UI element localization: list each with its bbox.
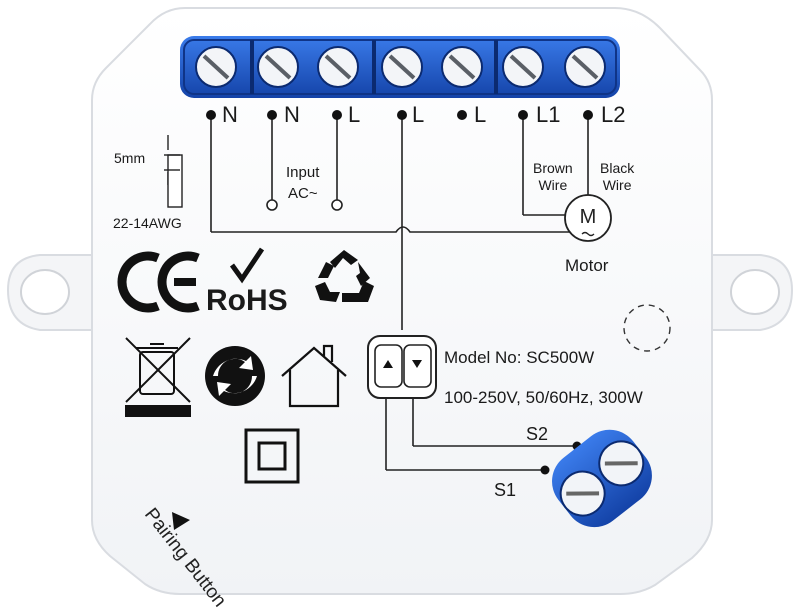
screw-slot bbox=[448, 54, 476, 80]
screw-slot bbox=[388, 54, 416, 80]
wiring-diagram bbox=[210, 118, 589, 471]
weee-bin-icon bbox=[125, 337, 191, 417]
ce-mark-icon bbox=[117, 251, 200, 313]
terminal-label-l2: L bbox=[412, 102, 425, 127]
black-wire-label: Black Wire bbox=[600, 160, 635, 193]
dashed-indicator-circle bbox=[623, 304, 671, 352]
recycle-icon bbox=[315, 250, 374, 302]
terminal-screws bbox=[195, 46, 606, 88]
up-down-switch-icon bbox=[367, 335, 437, 399]
terminal-dots bbox=[206, 110, 593, 475]
brown-wire-label: Brown Wire bbox=[533, 160, 573, 193]
s2-label: S2 bbox=[526, 424, 549, 444]
green-dot-icon bbox=[205, 346, 265, 406]
model-number: Model No: SC500W bbox=[444, 348, 595, 367]
s1-label: S1 bbox=[494, 480, 517, 500]
terminal-label-L1: L1 bbox=[536, 102, 561, 127]
screw-slot bbox=[202, 54, 230, 80]
specs-label: 100-250V, 50/60Hz, 300W bbox=[444, 388, 643, 407]
svg-text:M: M bbox=[580, 206, 597, 228]
terminal-group-dividers bbox=[250, 40, 498, 94]
screw-slot bbox=[264, 54, 292, 80]
strip-length-label: 5mm bbox=[114, 150, 146, 166]
rohs-check-icon bbox=[229, 247, 265, 284]
wire-gauge-label: 22-14AWG bbox=[113, 215, 182, 231]
screw-slot bbox=[509, 54, 537, 80]
double-insulation-icon bbox=[244, 428, 300, 484]
terminal-label-n1: N bbox=[222, 102, 238, 127]
pairing-arrow-icon bbox=[172, 512, 190, 530]
motor-icon: M bbox=[564, 194, 612, 242]
house-icon bbox=[281, 344, 347, 408]
mounting-ear-left bbox=[6, 254, 101, 331]
terminal-label-l1: L bbox=[348, 102, 361, 127]
input-terminals bbox=[266, 199, 343, 211]
terminal-block-switch bbox=[552, 429, 652, 528]
terminal-label-l3: L bbox=[474, 102, 487, 127]
device-illustration: M bbox=[6, 7, 794, 595]
input-label: Input bbox=[286, 164, 320, 181]
screw-slot bbox=[571, 54, 599, 80]
terminal-label-n2: N bbox=[284, 102, 300, 127]
mounting-ear-right bbox=[699, 254, 794, 331]
wire-strip-gauge-icon bbox=[164, 135, 183, 208]
rohs-label: RoHS bbox=[206, 284, 288, 317]
terminal-label-L2: L2 bbox=[601, 102, 626, 127]
motor-label: Motor bbox=[565, 256, 609, 275]
screw-slot bbox=[324, 54, 352, 80]
input-ac-label: AC~ bbox=[288, 185, 318, 202]
